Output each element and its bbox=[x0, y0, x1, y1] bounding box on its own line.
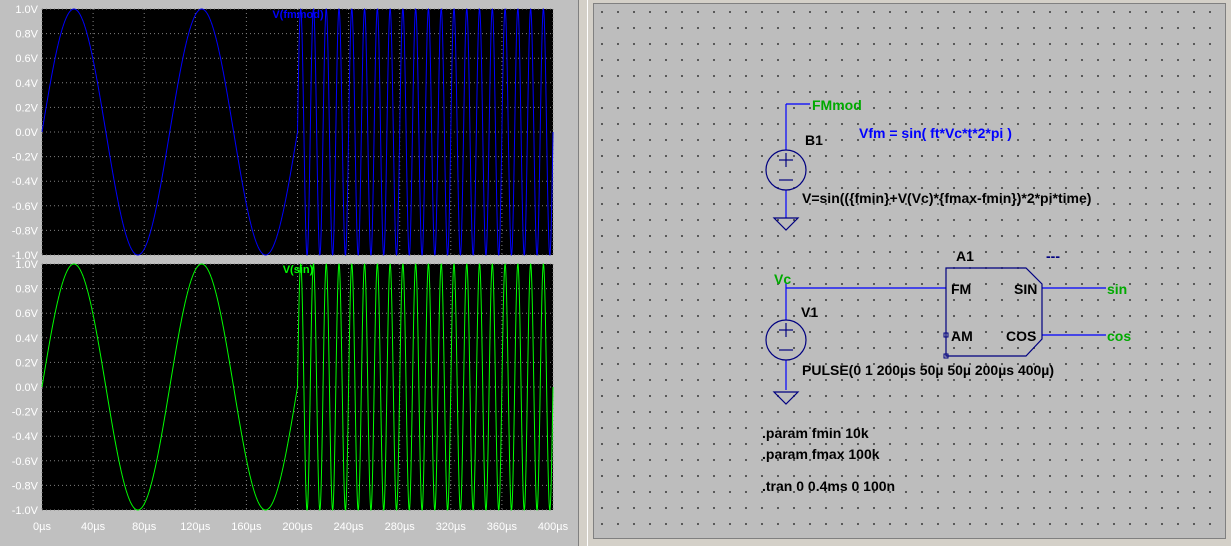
pin-label-am: AM bbox=[951, 328, 973, 344]
b1-name[interactable]: B1 bbox=[805, 132, 823, 148]
ground-pin-marker[interactable] bbox=[943, 353, 949, 359]
b1-expression[interactable]: V=sin(({fmin}+V(Vc)*{fmax-fmin})*2*pi*ti… bbox=[802, 190, 1091, 206]
ground-icon[interactable] bbox=[772, 391, 800, 405]
a1-value[interactable]: --- bbox=[1046, 248, 1060, 264]
net-label-cos[interactable]: cos bbox=[1107, 328, 1131, 344]
x-tick-label: 160µs bbox=[231, 521, 262, 533]
net-label-fmmod[interactable]: FMmod bbox=[812, 97, 862, 113]
net-label-vc[interactable]: Vc bbox=[774, 271, 791, 287]
y-tick-label: -1.0V bbox=[12, 505, 39, 517]
schematic-canvas[interactable]: FMmod B1 Vfm = sin( ft*Vc*t*2*pi ) V=sin… bbox=[593, 3, 1226, 539]
x-tick-label: 320µs bbox=[436, 521, 467, 533]
y-tick-label: 0.6V bbox=[15, 53, 38, 65]
trace-sin[interactable] bbox=[41, 263, 554, 511]
y-tick-label: 0.8V bbox=[15, 29, 38, 41]
x-tick-label: 0µs bbox=[33, 521, 51, 533]
x-tick-label: 280µs bbox=[385, 521, 416, 533]
y-tick-label: 1.0V bbox=[15, 4, 38, 16]
directive-fmin[interactable]: .param fmin 10k bbox=[762, 425, 869, 441]
waveform-pane[interactable]: 1.0V 0.8V 0.6V 0.4V 0.2V 0.0V -0.2V -0.4V -0.6V -… bbox=[0, 0, 578, 546]
y-tick-label: 1.0V bbox=[15, 259, 38, 271]
trace-label-sin[interactable]: V(sin) bbox=[283, 264, 314, 276]
y-tick-label: -0.8V bbox=[12, 225, 39, 237]
pane-splitter[interactable] bbox=[578, 0, 588, 546]
pin-label-cos: COS bbox=[1006, 328, 1036, 344]
y-axis-ticks-sin: 1.0V 0.8V 0.6V 0.4V 0.2V 0.0V -0.2V -0.4V -0.6V -… bbox=[12, 259, 39, 517]
b1-source-symbol[interactable] bbox=[765, 149, 807, 191]
y-tick-label: -0.2V bbox=[12, 407, 39, 419]
a1-modulator-block[interactable] bbox=[945, 267, 1043, 357]
y-tick-label: -1.0V bbox=[12, 250, 39, 262]
x-tick-label: 80µs bbox=[132, 521, 157, 533]
trace-label-fmmod[interactable]: V(fmmod) bbox=[272, 9, 324, 21]
am-pin-marker[interactable] bbox=[943, 332, 949, 338]
x-tick-label: 200µs bbox=[282, 521, 313, 533]
x-tick-label: 40µs bbox=[81, 521, 106, 533]
pin-label-fm: FM bbox=[951, 281, 971, 297]
v1-name[interactable]: V1 bbox=[801, 304, 818, 320]
y-tick-label: -0.2V bbox=[12, 152, 39, 164]
y-tick-label: 0.2V bbox=[15, 102, 38, 114]
x-axis-ticks: 0µs 40µs 80µs 120µs 160µs 200µs 240µs 280µs 320µ… bbox=[33, 521, 569, 533]
y-tick-label: 0.8V bbox=[15, 284, 38, 296]
y-tick-label: 0.6V bbox=[15, 308, 38, 320]
schematic-wires bbox=[785, 103, 1106, 390]
y-tick-label: 0.2V bbox=[15, 357, 38, 369]
directive-fmax[interactable]: .param fmax 100k bbox=[762, 446, 880, 462]
comment-vfm[interactable]: Vfm = sin( ft*Vc*t*2*pi ) bbox=[859, 125, 1012, 141]
trace-fmmod[interactable] bbox=[41, 8, 554, 256]
y-tick-label: -0.6V bbox=[12, 201, 39, 213]
x-tick-label: 240µs bbox=[333, 521, 364, 533]
y-tick-label: 0.0V bbox=[15, 127, 38, 139]
y-tick-label: -0.6V bbox=[12, 456, 39, 468]
v1-value[interactable]: PULSE(0 1 200µs 50µ 50µ 200µs 400µ) bbox=[802, 362, 1054, 378]
v1-source-symbol[interactable] bbox=[765, 319, 807, 361]
y-tick-label: 0.0V bbox=[15, 382, 38, 394]
x-tick-label: 360µs bbox=[487, 521, 518, 533]
ground-icon[interactable] bbox=[772, 217, 800, 231]
y-tick-label: -0.4V bbox=[12, 176, 39, 188]
schematic-drawing[interactable]: FMmod B1 Vfm = sin( ft*Vc*t*2*pi ) V=sin… bbox=[594, 4, 1225, 538]
a1-name[interactable]: A1 bbox=[956, 248, 974, 264]
net-label-sin[interactable]: sin bbox=[1107, 281, 1127, 297]
pin-label-sin: SIN bbox=[1014, 281, 1037, 297]
directive-tran[interactable]: .tran 0 0.4ms 0 100n bbox=[762, 478, 895, 494]
y-tick-label: -0.8V bbox=[12, 480, 39, 492]
plot-grid-sin bbox=[41, 263, 554, 511]
waveform-plot-area[interactable]: 1.0V 0.8V 0.6V 0.4V 0.2V 0.0V -0.2V -0.4V -0.6V -… bbox=[0, 0, 578, 546]
x-tick-label: 400µs bbox=[538, 521, 569, 533]
y-tick-label: 0.4V bbox=[15, 78, 38, 90]
y-axis-ticks-fmmod: 1.0V 0.8V 0.6V 0.4V 0.2V 0.0V -0.2V -0.4V -0.6V -… bbox=[12, 4, 39, 262]
x-tick-label: 120µs bbox=[180, 521, 211, 533]
y-tick-label: 0.4V bbox=[15, 333, 38, 345]
y-tick-label: -0.4V bbox=[12, 431, 39, 443]
schematic-pane[interactable]: FMmod B1 Vfm = sin( ft*Vc*t*2*pi ) V=sin… bbox=[588, 0, 1231, 546]
